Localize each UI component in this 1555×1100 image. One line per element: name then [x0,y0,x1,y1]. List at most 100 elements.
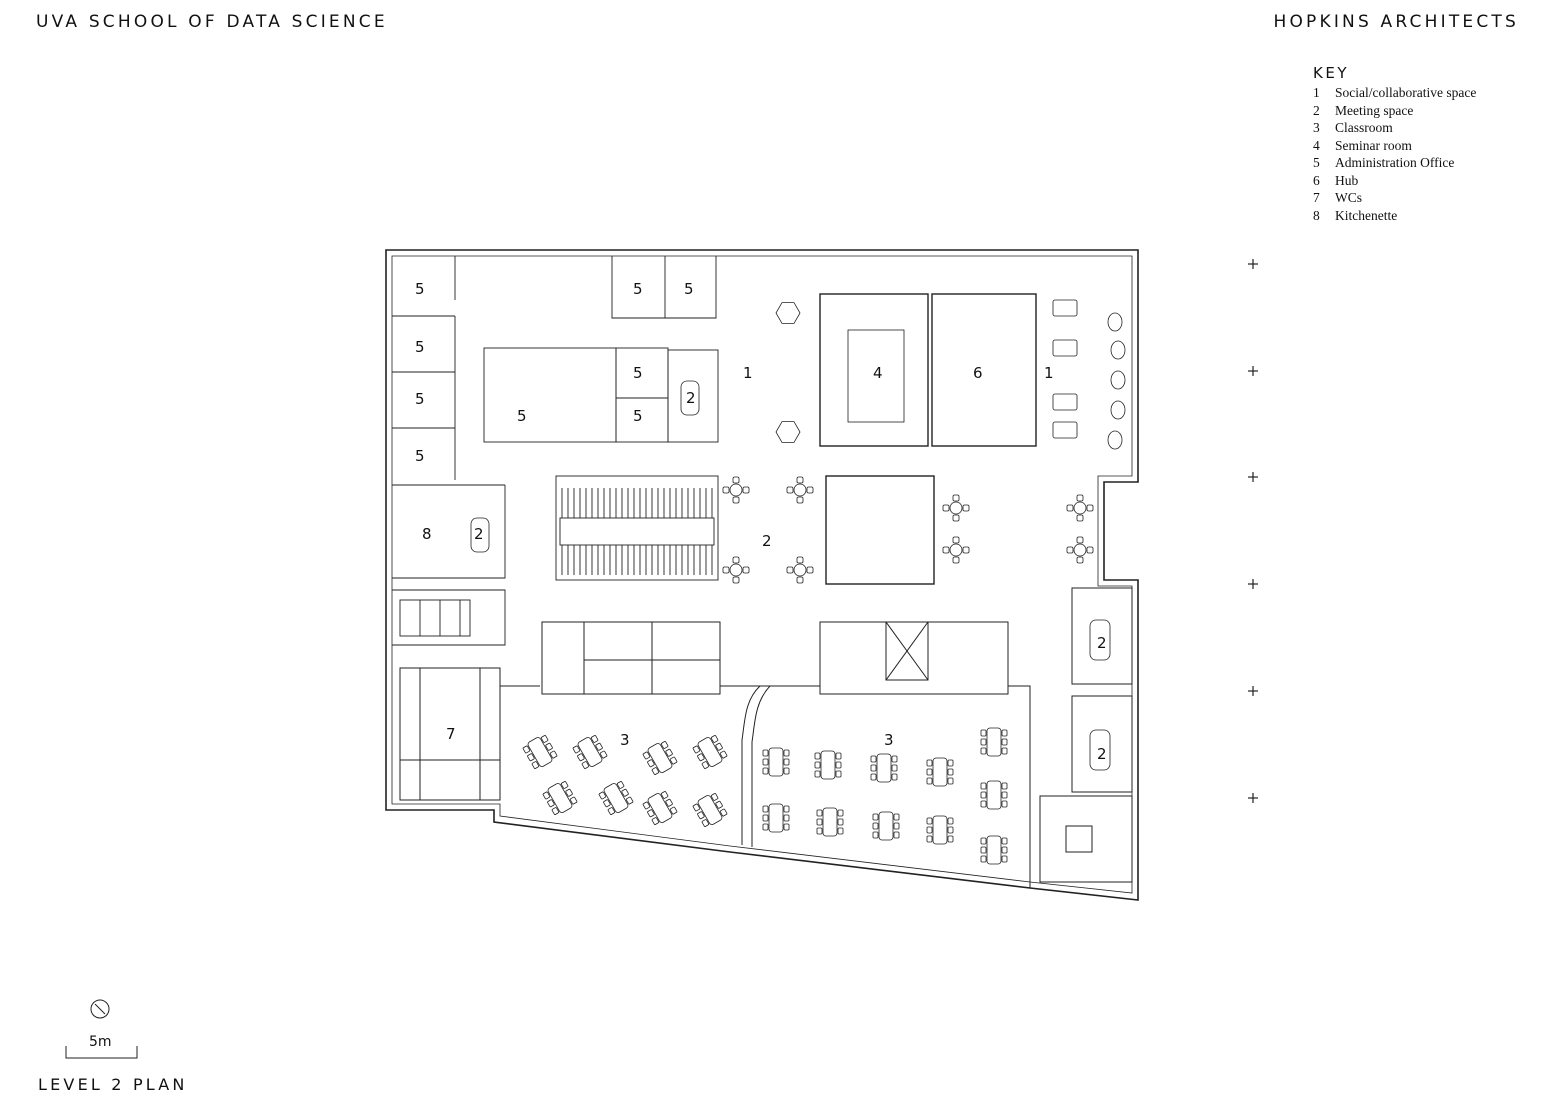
chair-icon [710,793,719,801]
legend-item-label: Hub [1335,172,1359,188]
chair-icon [701,761,710,769]
desk-icon [768,747,784,777]
chair-icon [783,749,790,757]
chair-icon [870,755,877,763]
chair-icon [581,761,590,769]
chair-icon [1086,546,1094,554]
chair-icon [870,764,877,772]
chair-icon [762,805,769,813]
chair-icon [926,759,933,767]
lounge-chair-icon [1107,430,1123,450]
east-rooms [1039,587,1133,883]
chair-icon [952,494,960,502]
chair-icon [980,791,987,799]
desk-icon [697,795,723,825]
chair-icon [545,742,553,751]
chair-icon [762,749,769,757]
chair-icon [598,791,607,800]
chair-icon [1066,546,1074,554]
legend-item-label: Meeting space [1335,102,1414,118]
desk-icon [986,835,1002,865]
desk-icon [986,727,1002,757]
central-stair [555,475,935,585]
chair-icon [835,770,842,778]
chair-icon [1001,837,1008,845]
desk-icon [986,780,1002,810]
chair-icon [665,748,673,757]
chair-icon [816,809,823,817]
chair-icon [980,729,987,737]
chair-icon [947,835,954,843]
room-label-meeting-d: 2 [1097,745,1107,763]
table-icon [729,563,743,577]
chair-icon [715,742,723,751]
chair-icon [642,801,651,810]
chair-icon [522,745,531,754]
legend-item-label: Classroom [1335,120,1393,135]
desk-icon [527,737,553,767]
chair-icon [870,773,877,781]
legend-item-label: Social/collaborative space [1335,85,1477,100]
desk-icon [547,783,573,813]
chair-icon [893,831,900,839]
room-label-social-west: 1 [743,364,753,382]
meeting-table-icon [470,517,490,553]
chair-icon [926,817,933,825]
chair-icon [551,807,560,815]
chair-icon [816,827,823,835]
chair-icon [647,759,655,768]
scale-bar [65,1046,138,1059]
chair-icon [962,504,970,512]
desk-group-icon [762,747,790,777]
chair-icon [732,496,740,504]
chair-icon [796,576,804,584]
chair-icon [701,819,710,827]
chair-icon [816,818,823,826]
classrooms [500,685,1031,888]
chair-icon [796,556,804,564]
chair-icon [980,738,987,746]
desk-icon [822,807,838,837]
chair-icon [572,745,581,754]
chair-icon [531,761,540,769]
chair-icon [715,800,723,809]
chair-icon [762,814,769,822]
chair-icon [527,753,535,762]
desk-group-icon [980,780,1008,810]
plan-title: LEVEL 2 PLAN [38,1075,188,1094]
chair-icon [1001,738,1008,746]
desk-icon [876,753,892,783]
chair-icon [814,770,821,778]
chair-icon [642,751,651,760]
room-label-admin-g: 5 [633,364,643,382]
sofa-icon [1052,393,1078,411]
room-label-admin-e: 5 [633,280,643,298]
chair-icon [669,756,678,765]
chair-icon [1066,504,1074,512]
chair-icon [952,514,960,522]
chair-icon [1001,791,1008,799]
table-icon [1073,543,1087,557]
chair-icon [980,782,987,790]
chair-icon [783,758,790,766]
chair-icon [732,556,740,564]
chair-icon [893,813,900,821]
table-icon [949,543,963,557]
chair-icon [625,796,634,805]
legend-item-number: 2 [1313,102,1320,118]
room-label-meeting-c: 2 [1097,634,1107,652]
north-arrow-icon [90,999,110,1019]
chair-icon [962,546,970,554]
chair-icon [1001,846,1008,854]
chair-icon [547,799,555,808]
room-label-classroom-east: 3 [884,731,894,749]
chair-icon [783,805,790,813]
chair-icon [783,823,790,831]
desk-group-icon [598,781,634,815]
chair-icon [719,750,728,759]
